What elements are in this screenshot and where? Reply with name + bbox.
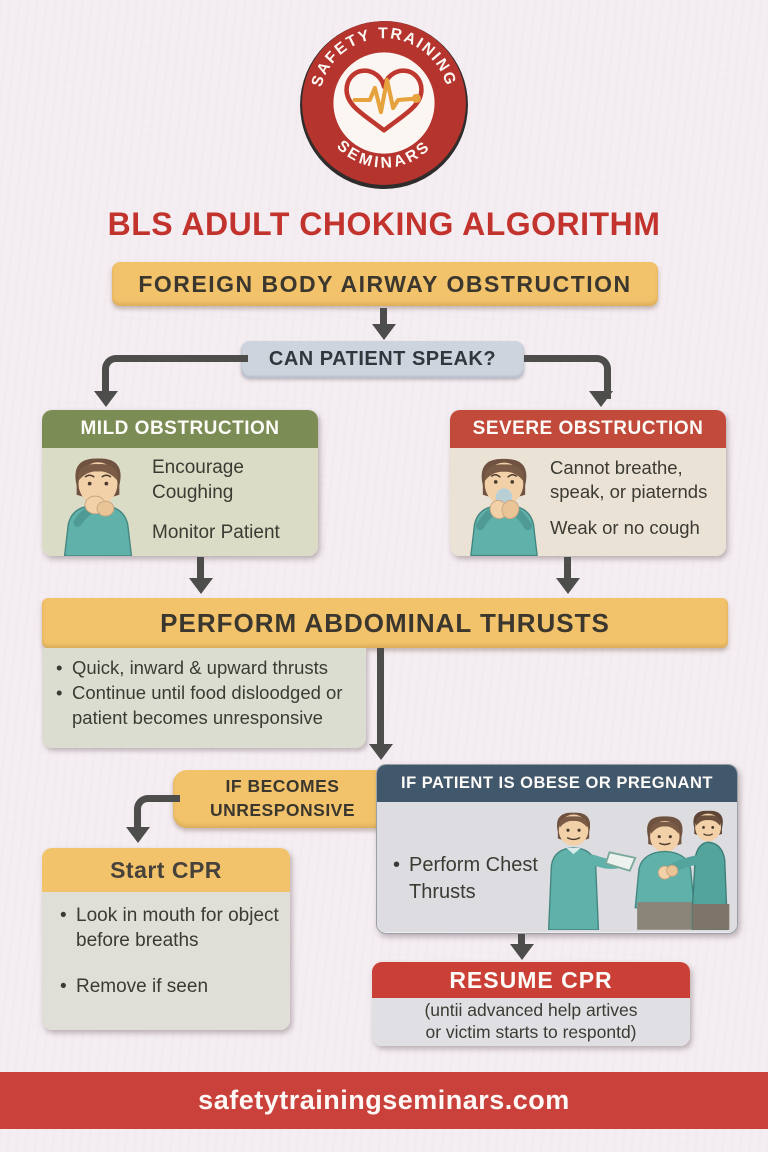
footer-website-bar: safetytrainingseminars.com (0, 1072, 768, 1129)
mild-line2: Monitor Patient (152, 522, 280, 544)
connector-question-mild (102, 355, 248, 399)
chest-thrusts-bullet: Perform Chest Thrusts (391, 852, 549, 906)
unresponsive-line2: UNRESPONSIVE (209, 800, 356, 820)
severe-obstruction-body: Cannot breathe, speak, or piaternds Weak… (450, 448, 726, 556)
severe-obstruction-header: SEVERE OBSTRUCTION (450, 410, 726, 448)
start-cpr-bullet-2: Remove if seen (58, 975, 280, 1000)
severe-line1: Cannot breathe, speak, or piaternds (550, 457, 708, 503)
obese-pregnant-card: IF PATIENT IS OBESE OR PREGNANT Perform … (376, 764, 738, 934)
connector-thrusts-obese (377, 648, 384, 746)
obese-pregnant-body: Perform Chest Thrusts (377, 802, 737, 932)
arrowhead-question-mild (94, 391, 118, 407)
thrusts-bullet-1: Quick, inward & upward thrusts (54, 656, 356, 681)
resume-note-line1: (untii advanced help artives (424, 1000, 638, 1021)
resume-cpr-note: (untii advanced help artives or victim s… (372, 998, 690, 1046)
resume-cpr-card: RESUME CPR (untii advanced help artives … (372, 962, 690, 1046)
start-cpr-card: Start CPR Look in mouth for object befor… (42, 848, 290, 1030)
arrowhead-mild-thrusts (189, 578, 213, 594)
coughing-person-illustration (63, 458, 133, 556)
arrowhead-fbao-question (372, 324, 396, 340)
severe-obstruction-card: SEVERE OBSTRUCTION Cannot breathe, speak… (450, 410, 726, 556)
unresponsive-box: IF BECOMES UNRESPONSIVE (173, 770, 392, 828)
arrowhead-severe-thrusts (556, 578, 580, 594)
arrowhead-thrusts-obese (369, 744, 393, 760)
abdominal-thrusts-banner: PERFORM ABDOMINAL THRUSTS (42, 598, 728, 648)
heart-ekg-icon (344, 68, 424, 133)
obese-pregnant-header: IF PATIENT IS OBESE OR PREGNANT (377, 765, 737, 802)
safety-training-seminars-logo: SAFETY TRAINING SEMINARS (300, 21, 468, 189)
resume-note-line2: or victim starts to respontd) (425, 1022, 637, 1042)
choking-person-illustration (470, 458, 538, 556)
severe-line2: Weak or no cough (550, 517, 700, 539)
fbao-box: FOREIGN BODY AIRWAY OBSTRUCTION (112, 262, 658, 306)
page-title: BLS ADULT CHOKING ALGORITHM (107, 205, 661, 242)
thrusts-notes-box: Quick, inward & upward thrusts Continue … (42, 648, 366, 748)
arrowhead-obese-resume (510, 944, 534, 960)
arrowhead-unresponsive-cpr (126, 827, 150, 843)
mild-line1: Encourage Coughing (152, 457, 244, 503)
mild-obstruction-card: MILD OBSTRUCTION Encourage Coughing Moni… (42, 410, 318, 556)
start-cpr-body: Look in mouth for object before breaths … (42, 892, 290, 1030)
mild-instructions: Encourage Coughing Monitor Patient (152, 456, 312, 546)
chest-thrusts-illustration (547, 810, 730, 930)
start-cpr-header: Start CPR (42, 848, 290, 892)
connector-unresponsive-cpr (134, 795, 180, 835)
unresponsive-line1: IF BECOMES (225, 776, 340, 797)
start-cpr-bullet-1: Look in mouth for object before breaths (58, 904, 280, 953)
mild-obstruction-body: Encourage Coughing Monitor Patient (42, 448, 318, 556)
mild-obstruction-header: MILD OBSTRUCTION (42, 410, 318, 448)
resume-cpr-header: RESUME CPR (372, 962, 690, 998)
connector-obese-resume (518, 934, 525, 946)
connector-question-severe (524, 355, 611, 399)
website-url: safetytrainingseminars.com (198, 1085, 570, 1115)
question-box: CAN PATIENT SPEAK? (241, 341, 524, 378)
arrowhead-question-severe (589, 391, 613, 407)
thrusts-bullet-2: Continue until food disloodged or patien… (54, 681, 356, 731)
connector-severe-thrusts (564, 557, 571, 580)
connector-fbao-question (380, 308, 387, 325)
connector-mild-thrusts (197, 557, 204, 580)
severe-instructions: Cannot breathe, speak, or piaternds Weak… (550, 456, 722, 540)
